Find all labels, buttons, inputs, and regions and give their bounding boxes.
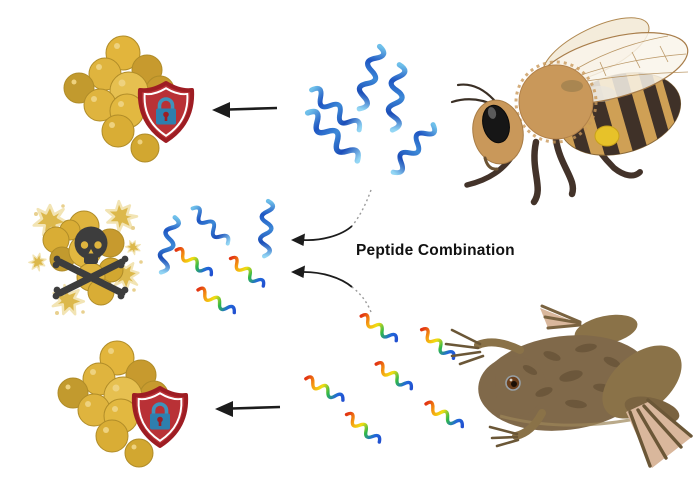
rainbow-helix xyxy=(342,409,384,447)
rainbow-helix xyxy=(194,284,239,318)
rainbow-helix xyxy=(422,398,467,432)
bacteria-cluster-lysed xyxy=(26,194,144,321)
lock-icon xyxy=(156,97,176,125)
frog-far-hind-foot xyxy=(540,304,638,346)
combination-peptides-group xyxy=(156,201,273,318)
frog-webbed-foot xyxy=(626,398,693,468)
bee-head xyxy=(472,99,524,171)
blue-helix xyxy=(156,216,180,273)
cell-highlights xyxy=(71,43,143,145)
bee-illustration xyxy=(450,17,691,206)
rainbow-helix xyxy=(226,253,268,291)
blue-helix xyxy=(303,108,362,165)
skull-crossbones-icon xyxy=(52,226,129,300)
bacteria-cluster-protected-bottom xyxy=(58,341,186,467)
shield-lock-badge xyxy=(137,81,195,143)
blue-helix xyxy=(386,64,405,130)
rainbow-helix xyxy=(357,311,401,346)
arrow-rainbow-peptides-to-protected xyxy=(215,401,281,417)
bee-peptides-group xyxy=(303,45,437,176)
peptide-combination-label: Peptide Combination xyxy=(356,242,515,259)
frog-near-hind-leg xyxy=(602,345,693,468)
rainbow-helix xyxy=(372,359,416,394)
bee-eye xyxy=(482,104,510,144)
bee-pollen-basket xyxy=(594,125,620,147)
frog-front-arm-upper xyxy=(444,328,524,366)
bacteria-cluster-protected-top xyxy=(63,35,195,163)
blue-helix xyxy=(259,201,273,257)
arrow-bee-peptides-to-protected xyxy=(212,102,278,118)
frog-eye xyxy=(505,375,521,391)
blue-helix xyxy=(187,203,234,249)
frog-peptides-group xyxy=(302,311,467,447)
rainbow-helix xyxy=(302,373,347,406)
curved-arrow-top-to-combination xyxy=(291,189,372,246)
curved-arrow-bottom-to-combination xyxy=(291,265,372,313)
rainbow-helix xyxy=(172,245,216,280)
bee-thorax xyxy=(514,60,598,144)
frog-front-arm-lower xyxy=(488,409,546,448)
splatter-specks xyxy=(34,204,143,315)
blue-helix xyxy=(353,45,385,111)
frog-illustration xyxy=(444,304,693,468)
